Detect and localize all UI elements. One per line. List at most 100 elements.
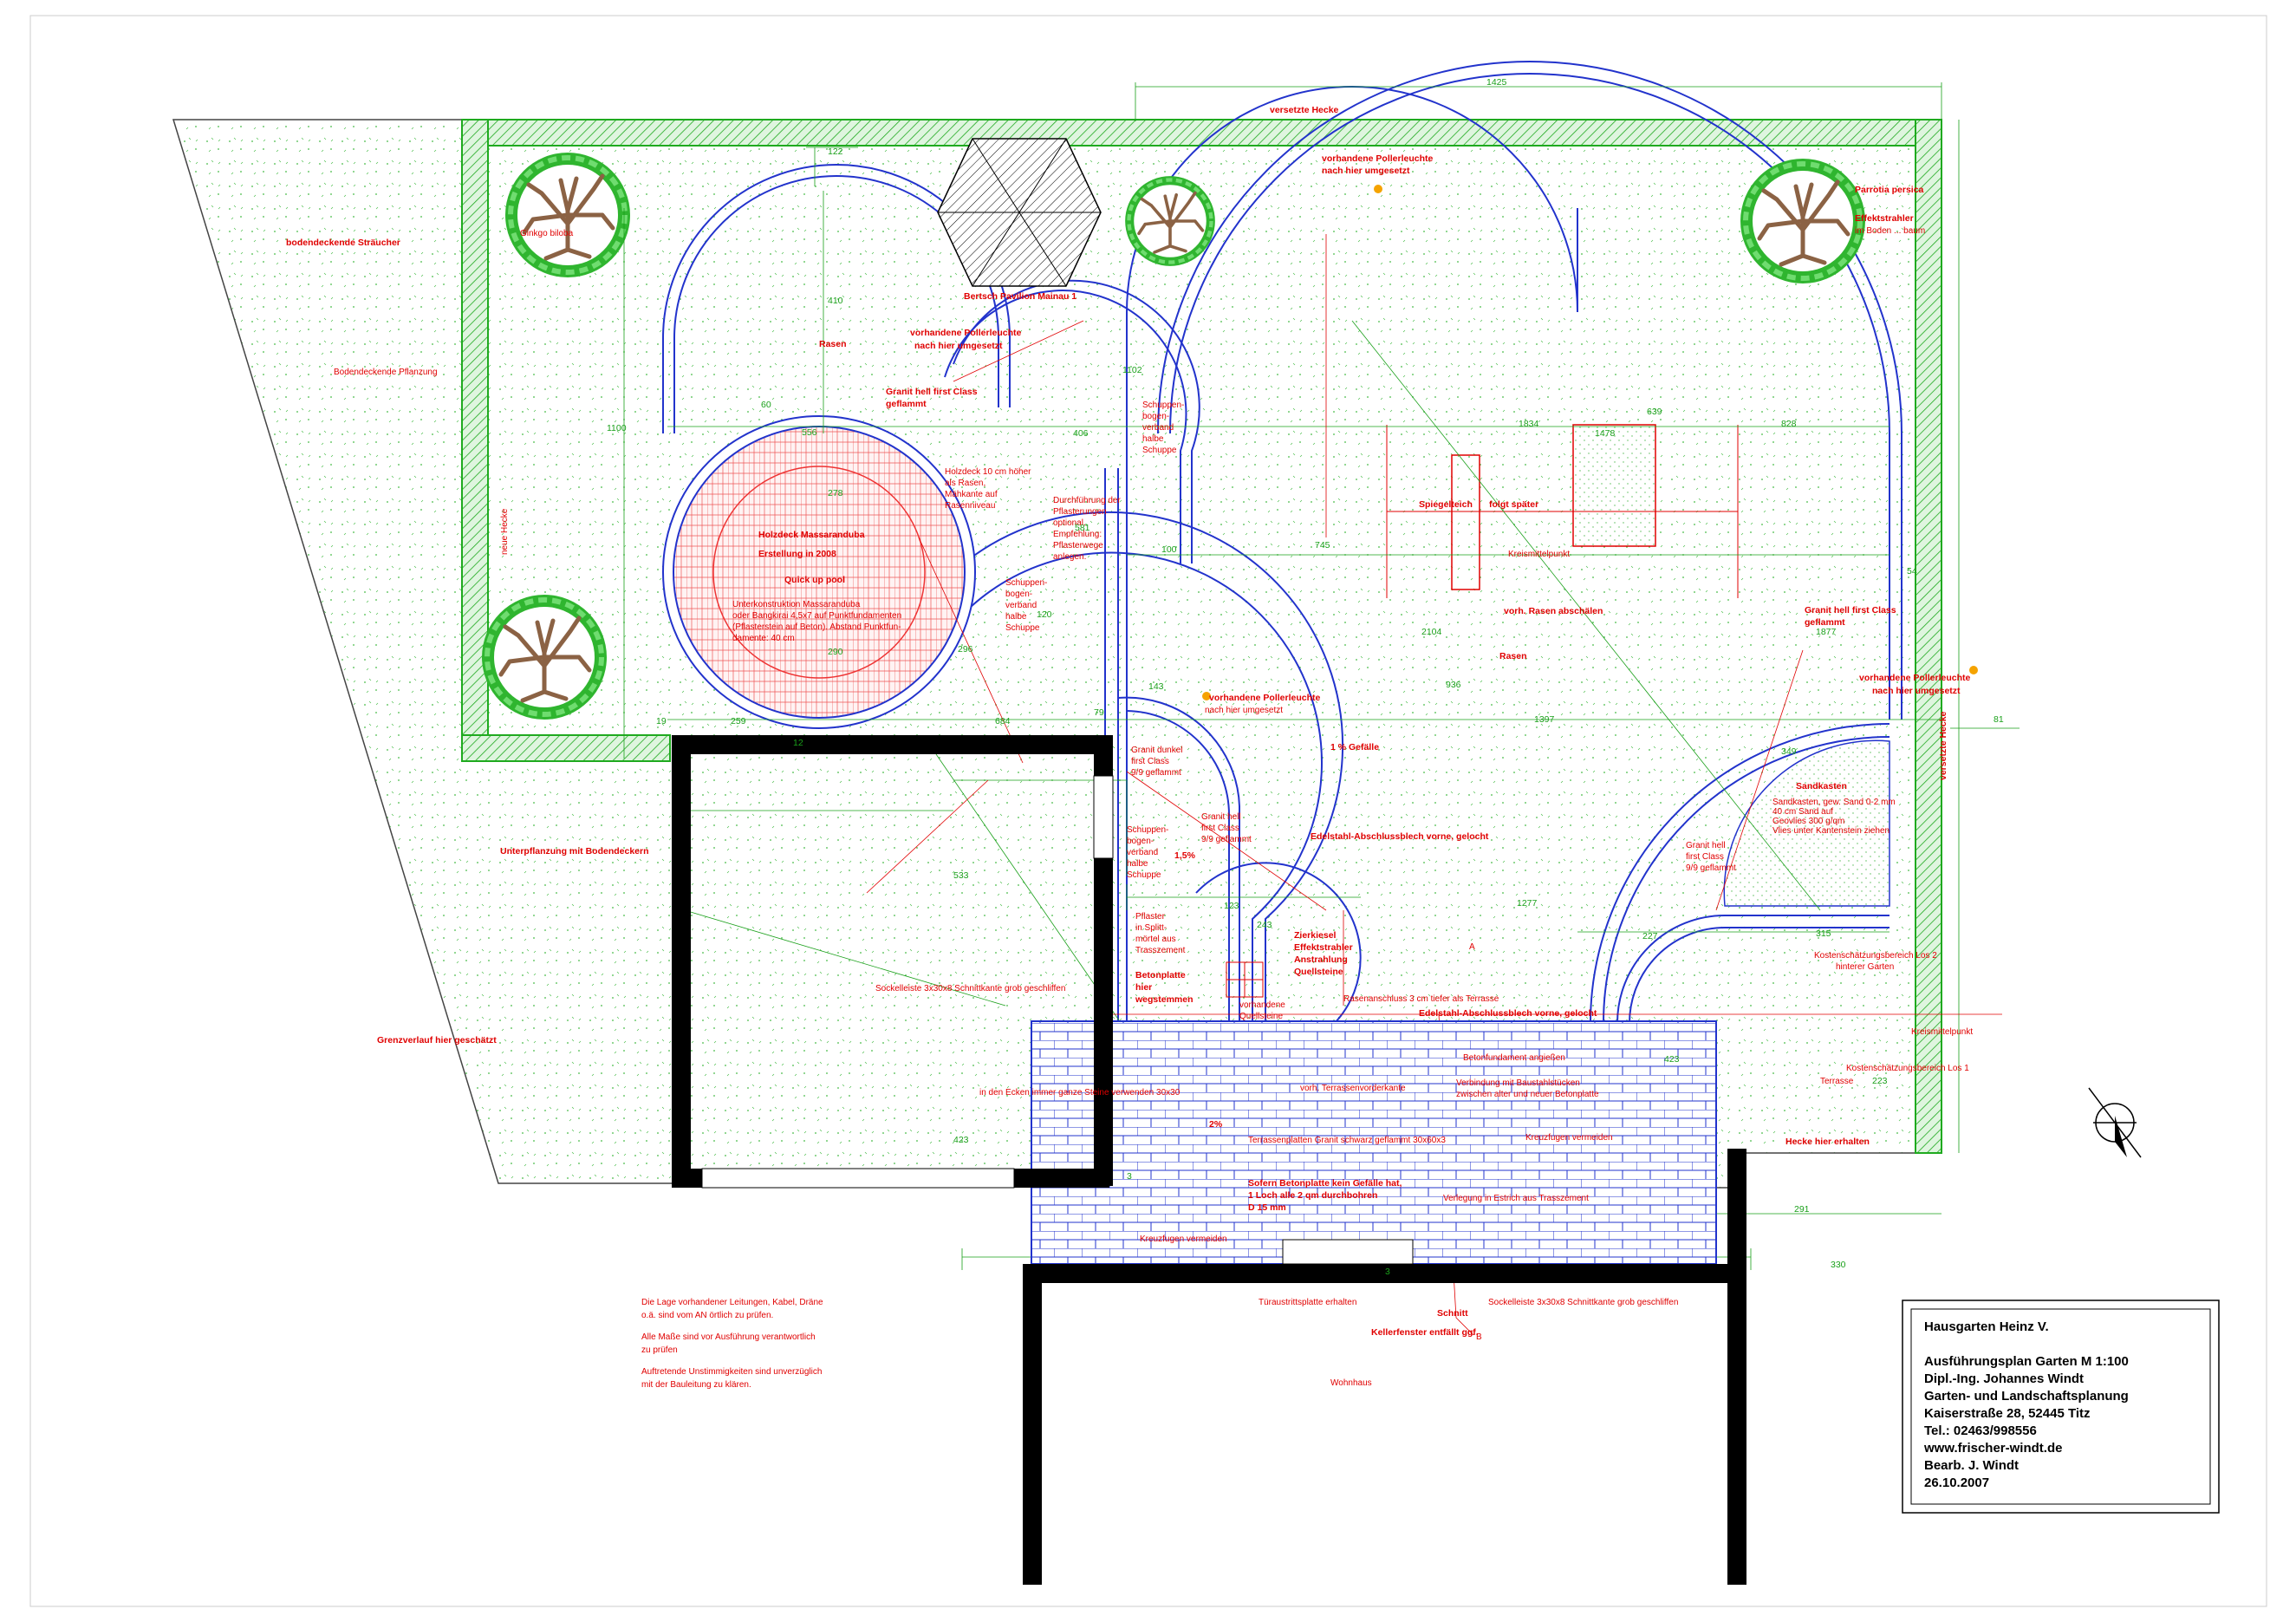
svg-text:folgt später: folgt später xyxy=(1489,499,1538,510)
svg-text:Anstrahlung: Anstrahlung xyxy=(1294,954,1348,965)
svg-text:wegstemmen: wegstemmen xyxy=(1135,994,1194,1005)
svg-text:nach hier umgesetzt: nach hier umgesetzt xyxy=(1872,686,1961,696)
svg-text:nach hier umgesetzt: nach hier umgesetzt xyxy=(914,341,1003,351)
svg-text:Granit hell: Granit hell xyxy=(1201,812,1241,822)
svg-text:optional.: optional. xyxy=(1053,518,1086,528)
svg-text:243: 243 xyxy=(1257,920,1272,930)
svg-text:bogen-: bogen- xyxy=(1005,590,1032,599)
svg-text:1877: 1877 xyxy=(1816,627,1837,637)
svg-text:1834: 1834 xyxy=(1519,419,1539,429)
svg-text:Edelstahl-Abschlussblech vorne: Edelstahl-Abschlussblech vorne, gelocht xyxy=(1311,831,1489,842)
svg-text:81: 81 xyxy=(1994,714,2004,725)
svg-text:Durchführung der: Durchführung der xyxy=(1053,496,1121,505)
svg-text:A: A xyxy=(1469,942,1475,952)
dimension-lines xyxy=(623,82,2020,1270)
pool-deck-inner xyxy=(673,426,966,719)
svg-text:828: 828 xyxy=(1781,419,1797,429)
svg-text:im Boden ... baum: im Boden ... baum xyxy=(1855,226,1925,236)
svg-text:223: 223 xyxy=(1872,1076,1888,1086)
page-frame xyxy=(29,15,2267,1607)
svg-text:Kreuzfugen vermeiden: Kreuzfugen vermeiden xyxy=(1140,1234,1227,1244)
garage-window xyxy=(1093,775,1114,859)
svg-text:vorhandene Pollerleuchte: vorhandene Pollerleuchte xyxy=(1859,673,1971,683)
svg-text:bogen-: bogen- xyxy=(1142,412,1169,421)
svg-text:3: 3 xyxy=(1127,1171,1132,1182)
svg-text:hinterer Garten: hinterer Garten xyxy=(1836,962,1894,972)
svg-text:227: 227 xyxy=(1642,931,1658,941)
svg-text:79: 79 xyxy=(1094,707,1104,718)
svg-text:Unterkonstruktion Massaranduba: Unterkonstruktion Massaranduba xyxy=(732,600,861,609)
title-line: Hausgarten Heinz V. xyxy=(1924,1319,2049,1334)
svg-text:neue Hecke: neue Hecke xyxy=(500,508,510,555)
svg-text:Pflasterungen: Pflasterungen xyxy=(1053,507,1107,517)
svg-text:geflammt: geflammt xyxy=(1805,617,1845,628)
svg-text:Kostenschätzungsbereich Los 1: Kostenschätzungsbereich Los 1 xyxy=(1846,1064,1969,1073)
svg-text:259: 259 xyxy=(731,716,746,726)
svg-text:Rasenniveau: Rasenniveau xyxy=(945,501,995,511)
dimension-labels: 1425 122 410 1100 60 556 278 290 296 19 … xyxy=(607,77,2004,1277)
svg-text:Betonplatte: Betonplatte xyxy=(1135,970,1186,980)
svg-text:verband: verband xyxy=(1127,848,1158,857)
svg-text:Sockelleiste 3x30x8 Schnittkan: Sockelleiste 3x30x8 Schnittkante grob ge… xyxy=(1488,1298,1678,1307)
title-line: Ausführungsplan Garten M 1:100 xyxy=(1924,1354,2129,1369)
svg-text:Effektstrahler: Effektstrahler xyxy=(1294,942,1353,953)
svg-text:Pflasterwege: Pflasterwege xyxy=(1053,541,1103,550)
north-arrow xyxy=(2088,1087,2142,1158)
svg-text:Kostenschätzungsbereich Los 2: Kostenschätzungsbereich Los 2 xyxy=(1814,951,1937,961)
svg-text:2%: 2% xyxy=(1209,1119,1223,1130)
svg-text:Spiegelteich: Spiegelteich xyxy=(1419,499,1473,510)
svg-text:556: 556 xyxy=(802,427,817,438)
svg-text:533: 533 xyxy=(953,870,969,881)
lamp-markers xyxy=(1202,185,1978,700)
svg-text:290: 290 xyxy=(828,647,843,657)
mirror-pond xyxy=(1451,454,1480,590)
svg-text:vorhandene Pollerleuchte: vorhandene Pollerleuchte xyxy=(1209,693,1321,703)
path-curves xyxy=(662,61,1902,1027)
svg-text:1100: 1100 xyxy=(607,423,627,433)
title-line: Dipl.-Ing. Johannes Windt xyxy=(1924,1371,2084,1386)
title-line: Tel.: 02463/998556 xyxy=(1924,1423,2037,1438)
svg-text:halbe: halbe xyxy=(1005,612,1027,622)
svg-text:Die Lage vorhandener Leitungen: Die Lage vorhandener Leitungen, Kabel, D… xyxy=(641,1298,823,1307)
svg-text:oder Bangkirai 4,5x7 auf Punkt: oder Bangkirai 4,5x7 auf Punktfundamente… xyxy=(732,611,901,621)
svg-text:330: 330 xyxy=(1831,1260,1846,1270)
door-step xyxy=(1282,1239,1414,1265)
svg-text:120: 120 xyxy=(1037,609,1052,620)
title-line: 26.10.2007 xyxy=(1924,1475,1989,1490)
svg-text:Alle Maße sind vor Ausführung: Alle Maße sind vor Ausführung verantwort… xyxy=(641,1332,816,1342)
svg-text:Kellerfenster entfällt ggf.: Kellerfenster entfällt ggf. xyxy=(1371,1327,1479,1338)
svg-text:Sockelleiste 3x30x8 Schnittkan: Sockelleiste 3x30x8 Schnittkante grob ge… xyxy=(875,984,1065,993)
svg-text:Terrasse: Terrasse xyxy=(1820,1077,1854,1086)
svg-text:Granit hell first Class: Granit hell first Class xyxy=(1805,605,1896,616)
svg-text:40 cm Sand auf: 40 cm Sand auf xyxy=(1772,807,1833,817)
svg-text:zwischen alter und neuer Beton: zwischen alter und neuer Betonplatte xyxy=(1456,1090,1599,1099)
svg-text:Wohnhaus: Wohnhaus xyxy=(1330,1378,1372,1388)
svg-text:1277: 1277 xyxy=(1517,898,1538,909)
svg-text:Mähkante auf: Mähkante auf xyxy=(945,490,998,499)
svg-text:Holzdeck 10 cm höher: Holzdeck 10 cm höher xyxy=(945,467,1031,477)
svg-text:19: 19 xyxy=(656,716,667,726)
svg-text:60: 60 xyxy=(761,400,771,410)
svg-text:hier: hier xyxy=(1135,982,1152,993)
svg-text:Türaustrittsplatte erhalten: Türaustrittsplatte erhalten xyxy=(1259,1298,1356,1307)
svg-text:1102: 1102 xyxy=(1122,365,1142,375)
garage-door xyxy=(701,1168,1015,1189)
sandbox xyxy=(1723,739,1890,907)
tree-parrotia xyxy=(1740,159,1865,283)
svg-text:581: 581 xyxy=(1075,523,1090,533)
svg-text:Holzdeck Massaranduba: Holzdeck Massaranduba xyxy=(758,530,865,540)
svg-text:Granit dunkel: Granit dunkel xyxy=(1131,746,1182,755)
svg-text:als Rasen,: als Rasen, xyxy=(945,479,985,488)
svg-text:nach hier umgesetzt: nach hier umgesetzt xyxy=(1322,166,1410,176)
svg-text:143: 143 xyxy=(1148,681,1164,692)
svg-text:936: 936 xyxy=(1446,680,1461,690)
svg-text:Schuppen-: Schuppen- xyxy=(1127,825,1168,835)
plan-labels: bodendeckende Sträucher Bodendeckende Pf… xyxy=(286,105,1973,1388)
svg-text:vorh. Terrassenvorderkante: vorh. Terrassenvorderkante xyxy=(1300,1084,1406,1093)
svg-text:(Pflasterstein auf Beton). Abs: (Pflasterstein auf Beton). Abstand Punkt… xyxy=(732,622,901,632)
svg-text:vorh. Rasen abschälen: vorh. Rasen abschälen xyxy=(1504,606,1603,616)
svg-text:1425: 1425 xyxy=(1486,77,1507,88)
svg-text:D 15 mm: D 15 mm xyxy=(1248,1202,1286,1213)
svg-text:versetzte Hecke: versetzte Hecke xyxy=(1270,105,1339,115)
